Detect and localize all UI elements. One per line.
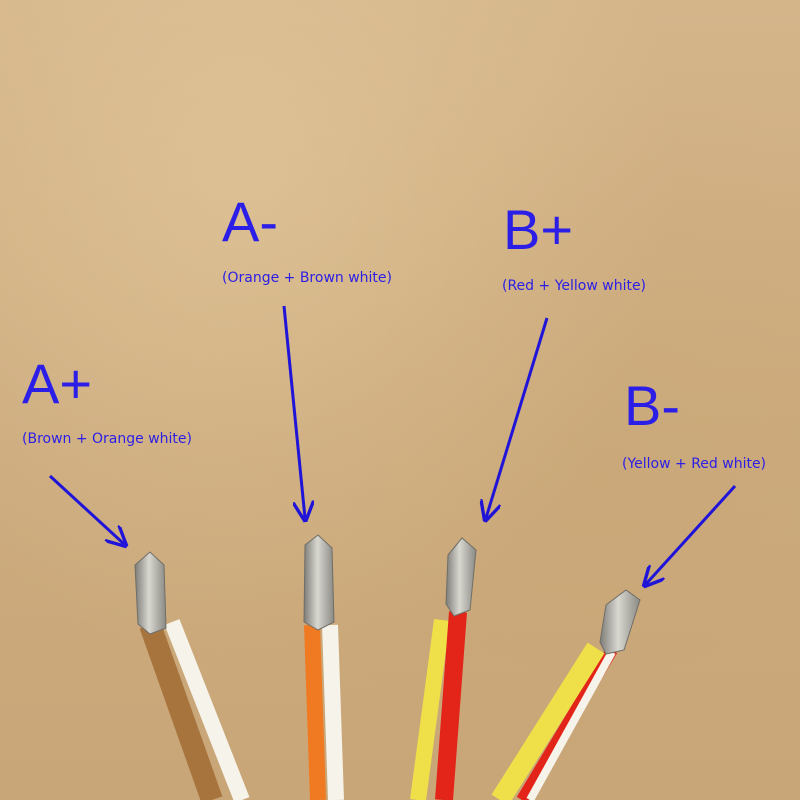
red-wire <box>435 611 467 800</box>
tinned-tip <box>599 589 641 655</box>
white-wire <box>322 624 344 800</box>
brown-wire <box>139 621 223 800</box>
orange-wire <box>304 624 326 800</box>
label-a-plus: A+ <box>22 352 93 415</box>
wire-b-minus <box>491 589 641 800</box>
wire-a-minus <box>303 534 344 800</box>
tinned-tip <box>445 537 477 617</box>
yellow-wire <box>410 618 450 800</box>
arrow-b-plus <box>486 317 549 518</box>
wire-a-plus <box>134 551 250 800</box>
label-a-plus-pair: (Brown + Orange white) <box>22 431 192 447</box>
label-a-minus-pair: (Orange + Brown white) <box>222 270 392 286</box>
label-a-minus: A- <box>222 190 278 253</box>
label-b-plus-pair: (Red + Yellow white) <box>502 278 647 294</box>
white-wire <box>164 619 250 800</box>
label-b-plus: B+ <box>503 198 574 261</box>
wire-b-plus <box>410 537 477 800</box>
tinned-tip <box>303 534 335 631</box>
tinned-tip <box>134 551 167 635</box>
yellow-wire <box>491 642 605 800</box>
arrow-a-plus <box>48 474 124 544</box>
white-wire <box>526 650 616 800</box>
label-b-minus-pair: (Yellow + Red white) <box>622 456 767 472</box>
label-b-minus: B- <box>624 374 680 437</box>
arrow-b-minus <box>646 484 737 584</box>
arrow-a-minus <box>282 305 305 518</box>
